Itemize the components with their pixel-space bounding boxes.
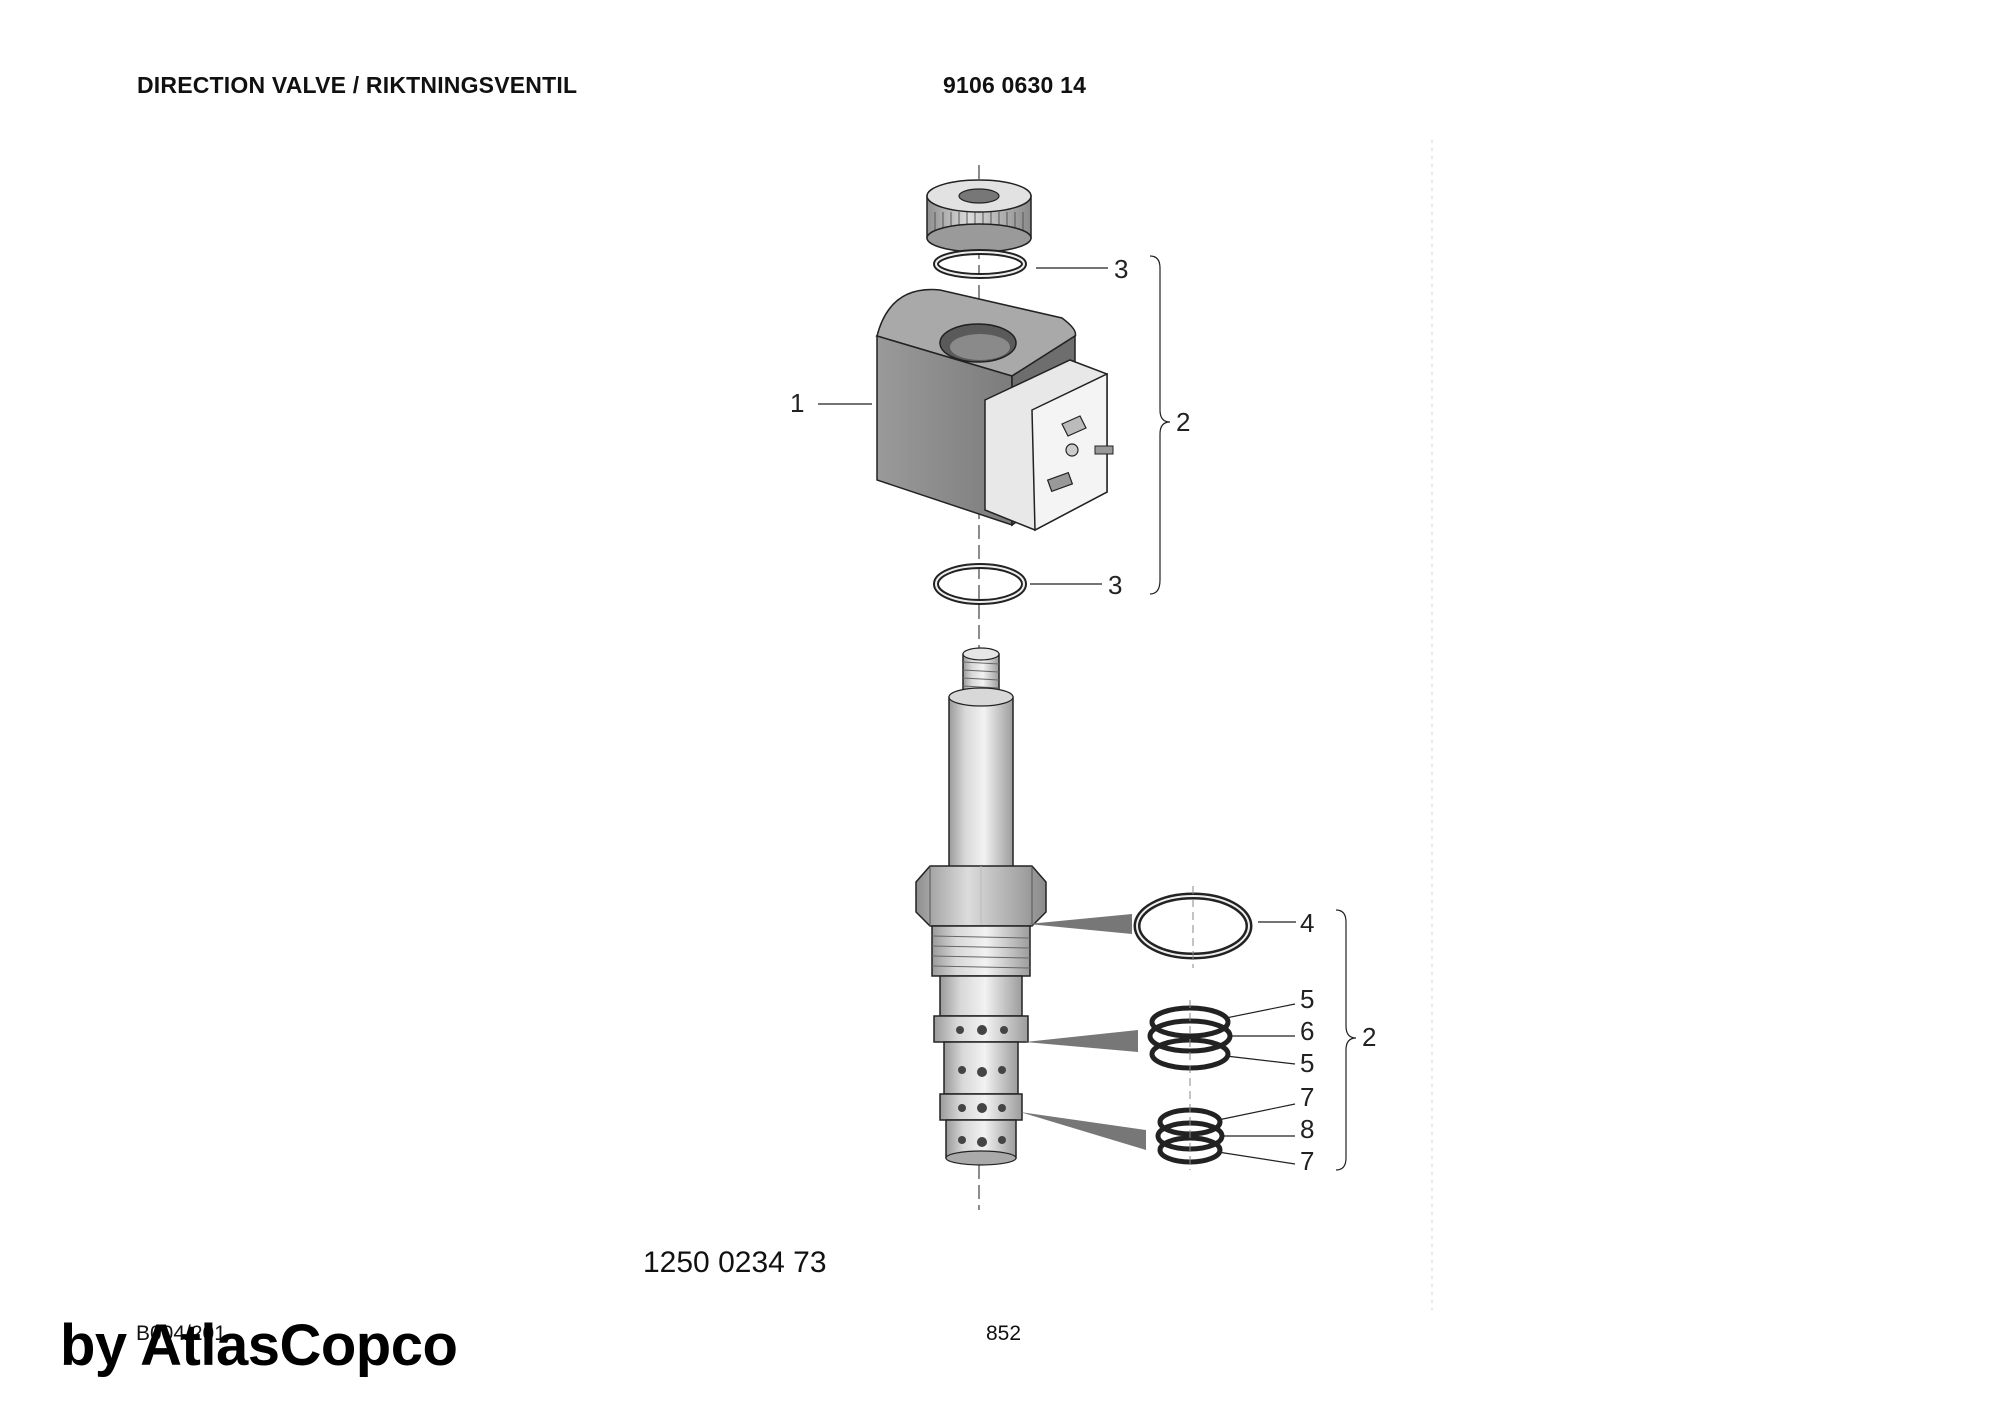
- drawing-title: DIRECTION VALVE / RIKTNINGSVENTIL: [137, 72, 578, 98]
- callout-2-lower: 2: [1362, 1022, 1376, 1052]
- callout-6: 6: [1300, 1016, 1314, 1046]
- callout-5-bottom: 5: [1300, 1048, 1314, 1078]
- callout-1: 1: [790, 388, 804, 418]
- pointer-wedge-4: [1028, 914, 1132, 934]
- drawing-code: B004/201: [136, 1322, 226, 1345]
- callout-7-top: 7: [1300, 1082, 1314, 1112]
- pointer-wedge-6: [1025, 1030, 1138, 1052]
- knurled-nut: [926, 179, 1032, 253]
- callout-5-top: 5: [1300, 984, 1314, 1014]
- page-number: 852: [986, 1322, 1022, 1345]
- callout-3-bottom: 3: [1108, 570, 1122, 600]
- watermark-logo-text: by AtlasCopco: [60, 1313, 458, 1378]
- solenoid-coil: [875, 288, 1114, 532]
- callout-2-upper: 2: [1176, 407, 1190, 437]
- callout-4: 4: [1300, 908, 1314, 938]
- kit-number: 1250 0234 73: [643, 1246, 827, 1279]
- pointer-wedge-8: [1020, 1112, 1146, 1150]
- callout-3-top: 3: [1114, 254, 1128, 284]
- part-number: 9106 0630 14: [943, 72, 1087, 98]
- callout-7-bottom: 7: [1300, 1146, 1314, 1176]
- callout-8: 8: [1300, 1114, 1314, 1144]
- valve-cartridge: [915, 647, 1047, 1166]
- leader-lines: [818, 255, 1357, 1171]
